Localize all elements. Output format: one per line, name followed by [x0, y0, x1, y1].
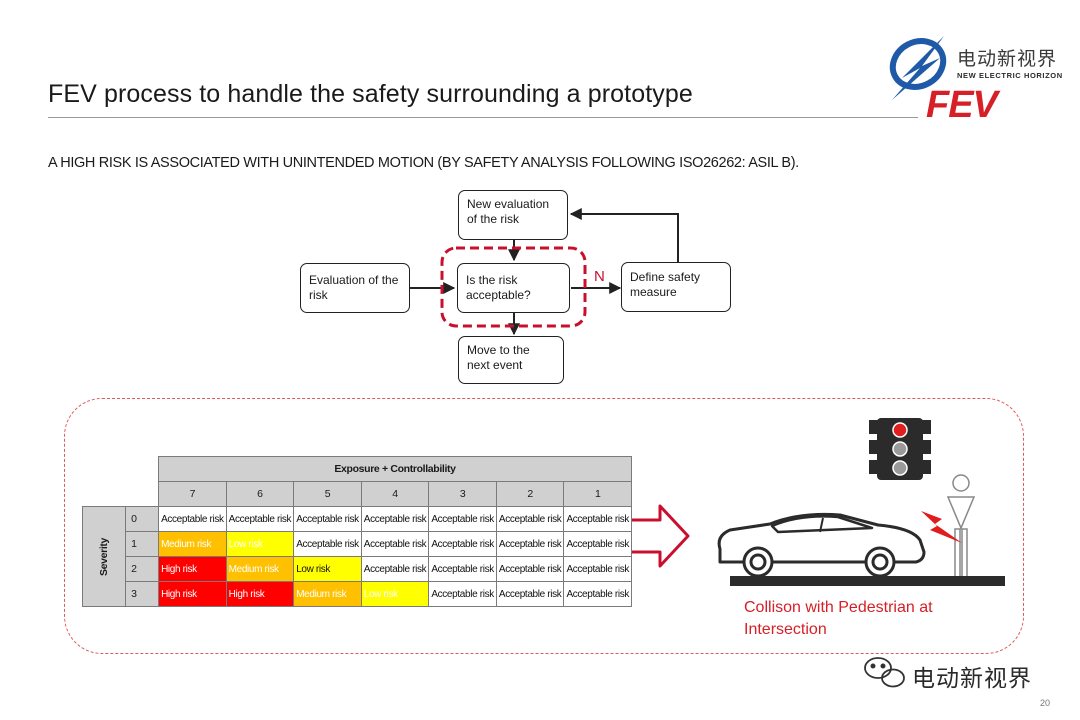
matrix-cell: Low risk: [225, 531, 295, 557]
subtitle: A HIGH RISK IS ASSOCIATED WITH UNINTENDE…: [48, 155, 799, 171]
matrix-cell: Low risk: [293, 556, 362, 582]
lightning-icon: [921, 511, 962, 543]
matrix-cell: Medium risk: [293, 581, 362, 607]
logo-chinese-text: 电动新视界: [957, 49, 1058, 70]
matrix-cell: Acceptable risk: [360, 556, 430, 582]
matrix-corner: [83, 457, 126, 482]
matrix-row-header: 3: [125, 581, 160, 607]
arrow-define-to-neweval: [569, 208, 679, 262]
decision-highlight: [440, 246, 587, 328]
matrix-corner: [126, 457, 159, 482]
collision-caption-line1: Collison with Pedestrian at: [744, 599, 933, 616]
matrix-cell: Acceptable risk: [563, 581, 632, 607]
matrix-cell: Acceptable risk: [293, 531, 362, 557]
matrix-cell: High risk: [225, 581, 295, 607]
matrix-col-header: 1: [563, 481, 632, 507]
flow-box-next-event-label: Move to the next event: [467, 343, 530, 372]
matrix-cell: Medium risk: [158, 531, 227, 557]
matrix-corner: [126, 482, 159, 507]
matrix-header: Exposure + Controllability: [158, 456, 632, 482]
matrix-cell: Acceptable risk: [563, 556, 632, 582]
matrix-cell: Acceptable risk: [495, 556, 565, 582]
title-divider: [48, 117, 918, 118]
matrix-row: 2 High risk Medium risk Low risk Accepta…: [83, 556, 632, 582]
matrix-row: Severity 0 Acceptable risk Acceptable ri…: [81, 506, 632, 607]
matrix-cell: Acceptable risk: [428, 531, 497, 557]
risk-matrix: Exposure + Controllability 7 6 5 4 3 2 1…: [81, 456, 632, 607]
matrix-cell: Acceptable risk: [428, 581, 497, 607]
matrix-cell: Acceptable risk: [293, 506, 362, 532]
matrix-cell: Acceptable risk: [495, 506, 565, 532]
matrix-cell: Acceptable risk: [495, 581, 565, 607]
page-title: FEV process to handle the safety surroun…: [48, 80, 693, 108]
matrix-cell: Acceptable risk: [225, 506, 295, 532]
risk-section-frame: [64, 398, 1024, 654]
matrix-row: 3 High risk High risk Medium risk Low ri…: [83, 581, 632, 607]
matrix-col-header: 5: [293, 481, 362, 507]
collision-caption-line2: Intersection: [744, 621, 827, 638]
matrix-cell: Low risk: [360, 581, 430, 607]
wechat-account-name: 电动新视界: [912, 665, 1032, 691]
matrix-cell: High risk: [158, 581, 227, 607]
flow-box-is-acceptable: Is the risk acceptable?: [457, 263, 570, 313]
flow-box-define-measure-label: Define safety measure: [630, 270, 701, 299]
matrix-row-header: 1: [125, 531, 160, 557]
matrix-col-header: 7: [158, 481, 227, 507]
severity-label-text: Severity: [98, 537, 111, 576]
brand-logo-icon: [889, 36, 947, 100]
wechat-icon: [864, 657, 905, 688]
car-icon: [717, 512, 926, 578]
flow-box-is-acceptable-label: Is the risk acceptable?: [466, 273, 531, 302]
matrix-row-header: 2: [125, 556, 160, 582]
matrix-cell: Acceptable risk: [158, 506, 227, 532]
matrix-cell: Acceptable risk: [428, 556, 497, 582]
traffic-light-icon: [869, 418, 931, 480]
matrix-cell: Acceptable risk: [563, 531, 632, 557]
matrix-cell: Acceptable risk: [360, 531, 430, 557]
matrix-cell: Acceptable risk: [563, 506, 632, 532]
matrix-row: 1 Medium risk Low risk Acceptable risk A…: [83, 531, 632, 557]
logo-english-text: NEW ELECTRIC HORIZON: [957, 71, 1063, 80]
road: [730, 576, 1005, 586]
matrix-row-header: 0: [125, 506, 160, 532]
severity-label: Severity: [81, 506, 127, 607]
matrix-col-header: 2: [495, 481, 565, 507]
matrix-cell: High risk: [158, 556, 227, 582]
matrix-corner: [83, 482, 126, 507]
matrix-cell: Acceptable risk: [495, 531, 565, 557]
matrix-cell: Acceptable risk: [428, 506, 497, 532]
no-branch-label: N: [594, 268, 605, 285]
flow-box-new-evaluation-label: New evaluation of the risk: [467, 197, 550, 226]
page-number: 20: [1040, 698, 1051, 708]
matrix-cell: Medium risk: [225, 556, 295, 582]
flow-box-next-event: Move to the next event: [458, 336, 564, 384]
collision-caption: Collison with Pedestrian at Intersection: [744, 597, 984, 641]
logo-fev-text: FEV: [926, 84, 998, 126]
matrix-col-header: 3: [428, 481, 497, 507]
flow-box-new-evaluation: New evaluation of the risk: [458, 190, 568, 240]
matrix-cell: Acceptable risk: [360, 506, 430, 532]
flow-box-evaluation-label: Evaluation of the risk: [309, 273, 399, 302]
flow-box-define-measure: Define safety measure: [621, 262, 731, 312]
flow-box-evaluation: Evaluation of the risk: [300, 263, 410, 313]
matrix-col-header: 6: [225, 481, 295, 507]
matrix-col-header: 4: [360, 481, 430, 507]
